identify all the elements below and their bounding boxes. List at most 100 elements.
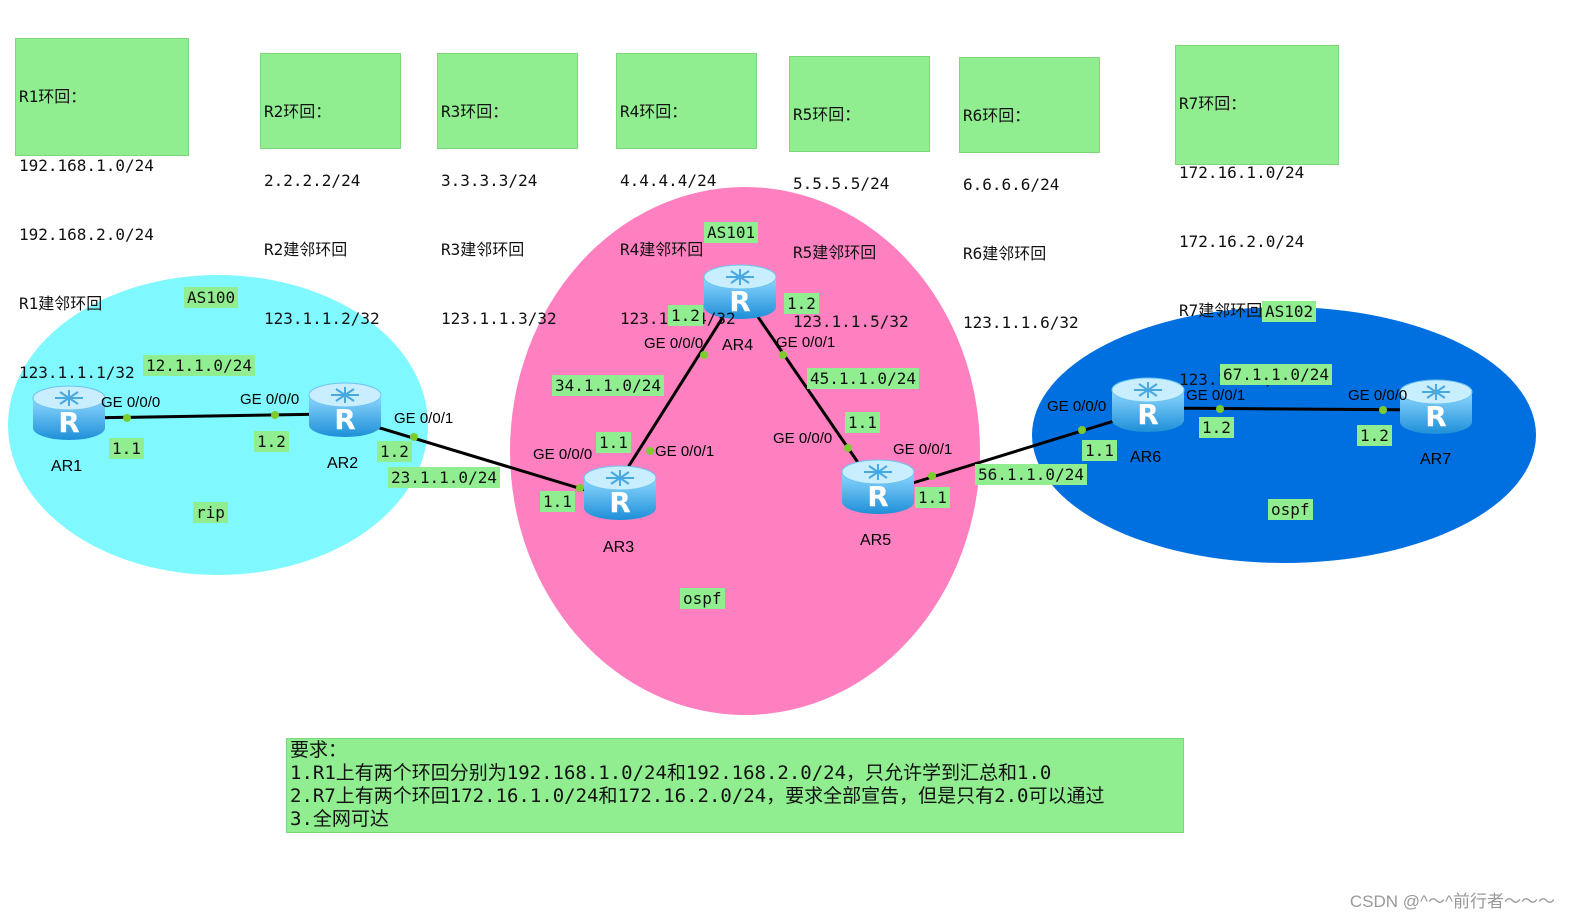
loopback-line: 172.16.2.0/24 (1179, 232, 1305, 251)
loopback-box-r7: R7环回： 172.16.1.0/24 172.16.2.0/24 R7建邻环回… (1175, 45, 1339, 389)
as101-label: AS101 (704, 222, 759, 243)
loopback-line: 123.1.1.5/32 (793, 312, 909, 331)
router-ar7-icon[interactable] (1399, 379, 1473, 435)
router-name-ar5: AR5 (860, 532, 892, 549)
loopback-line: R4建邻环回 (620, 240, 704, 259)
loopback-box-r4: R4环回： 4.4.4.4/24 R4建邻环回 123.1.1.4/32 (616, 53, 757, 328)
requirements-title: 要求： (290, 739, 348, 761)
loopback-line: 5.5.5.5/24 (793, 174, 890, 193)
router-name-ar2: AR2 (327, 455, 359, 472)
loopback-line: 192.168.1.0/24 (19, 156, 154, 175)
requirement-item: 2.R7上有两个环回172.16.1.0/24和172.16.2.0/24，要求… (290, 785, 1105, 807)
port-label-ar3-g1: GE 0/0/1 (655, 443, 715, 460)
router-name-ar1: AR1 (51, 458, 83, 475)
router-ar5-icon[interactable] (841, 459, 915, 515)
loopback-line: R2环回： (264, 102, 332, 121)
requirement-item: 1.R1上有两个环回分别为192.168.1.0/24和192.168.2.0/… (290, 762, 1052, 784)
port-label-ar3-g0: GE 0/0/0 (533, 446, 593, 463)
ip-label-ar4-g0: 1.2 (668, 305, 703, 326)
ip-label-ar1: 1.1 (109, 438, 144, 459)
port-dot (928, 472, 936, 480)
port-label-ar1-g0: GE 0/0/0 (101, 394, 161, 411)
as102-protocol-label: ospf (1268, 499, 1313, 520)
port-label-ar2-g1: GE 0/0/1 (394, 410, 454, 427)
loopback-line: R5环回： (793, 105, 861, 124)
loopback-box-r3: R3环回： 3.3.3.3/24 R3建邻环回 123.1.1.3/32 (437, 53, 578, 328)
ip-label-ar2-g1: 1.2 (377, 441, 412, 462)
loopback-line: R4环回： (620, 102, 688, 121)
loopback-line: 123.1.1.1/32 (19, 363, 135, 382)
loopback-line: 4.4.4.4/24 (620, 171, 717, 190)
port-dot (410, 433, 418, 441)
loopback-line: R6建邻环回 (963, 244, 1047, 263)
ip-label-ar5-g0: 1.1 (845, 412, 880, 433)
port-dot (271, 411, 279, 419)
port-label-ar6-g0: GE 0/0/0 (1047, 398, 1107, 415)
as100-zone (8, 275, 428, 575)
loopback-line: 123.1.1.2/32 (264, 309, 380, 328)
loopback-line: 172.16.1.0/24 (1179, 163, 1305, 182)
loopback-line: R3环回： (441, 102, 509, 121)
loopback-line: R5建邻环回 (793, 243, 877, 262)
port-label-ar7-g0: GE 0/0/0 (1348, 387, 1408, 404)
port-dot (700, 351, 708, 359)
requirements-box: 要求： 1.R1上有两个环回分别为192.168.1.0/24和192.168.… (286, 738, 1184, 833)
port-label-ar6-g1: GE 0/0/1 (1186, 387, 1246, 404)
port-dot (576, 484, 584, 492)
network-label-r4-r5: 45.1.1.0/24 (807, 368, 919, 389)
port-label-ar4-g1: GE 0/0/1 (776, 334, 836, 351)
router-name-ar7: AR7 (1420, 451, 1452, 468)
loopback-box-r1: R1环回： 192.168.1.0/24 192.168.2.0/24 R1建邻… (15, 38, 189, 382)
as100-protocol-label: rip (193, 502, 228, 523)
loopback-box-r5: R5环回： 5.5.5.5/24 R5建邻环回 123.1.1.5/32 (789, 56, 930, 331)
port-dot (646, 447, 654, 455)
ip-label-ar3-g0: 1.1 (540, 491, 575, 512)
loopback-line: 6.6.6.6/24 (963, 175, 1060, 194)
loopback-line: R7建邻环回 (1179, 301, 1263, 320)
port-label-ar2-g0: GE 0/0/0 (240, 391, 300, 408)
network-label-r1-r2: 12.1.1.0/24 (143, 355, 255, 376)
port-dot (1078, 426, 1086, 434)
link-ar2-ar3 (369, 423, 606, 498)
loopback-line: 123.1.1.3/32 (441, 309, 557, 328)
ip-label-ar6-g1: 1.2 (1199, 417, 1234, 438)
router-name-ar4: AR4 (722, 337, 754, 354)
network-label-r2-r3: 23.1.1.0/24 (388, 467, 500, 488)
as102-zone (1032, 307, 1536, 563)
port-dot (1216, 405, 1224, 413)
loopback-box-r2: R2环回： 2.2.2.2/24 R2建邻环回 123.1.1.2/32 (260, 53, 401, 328)
router-name-ar3: AR3 (603, 539, 635, 556)
ip-label-ar3-g1: 1.1 (596, 432, 631, 453)
ip-label-ar7: 1.2 (1357, 425, 1392, 446)
network-label-r5-r6: 56.1.1.0/24 (975, 464, 1087, 485)
as102-label: AS102 (1262, 301, 1317, 322)
network-label-r6-r7: 67.1.1.0/24 (1220, 364, 1332, 385)
port-label-ar5-g0: GE 0/0/0 (773, 430, 833, 447)
router-ar2-icon[interactable] (308, 382, 382, 438)
as101-protocol-label: ospf (680, 588, 725, 609)
loopback-line: R2建邻环回 (264, 240, 348, 259)
router-ar6-icon[interactable] (1111, 377, 1185, 433)
requirement-item: 3.全网可达 (290, 808, 389, 830)
loopback-line: R3建邻环回 (441, 240, 525, 259)
port-dot (844, 444, 852, 452)
ip-label-ar2-g0: 1.2 (254, 431, 289, 452)
loopback-line: R1环回： (19, 87, 87, 106)
ip-label-ar5-g1: 1.1 (915, 487, 950, 508)
port-label-ar4-g0: GE 0/0/0 (644, 335, 704, 352)
loopback-line: R7环回： (1179, 94, 1247, 113)
router-ar3-icon[interactable] (583, 465, 657, 521)
loopback-line: R1建邻环回 (19, 294, 103, 313)
loopback-line: 3.3.3.3/24 (441, 171, 538, 190)
loopback-line: 192.168.2.0/24 (19, 225, 154, 244)
as100-label: AS100 (184, 287, 239, 308)
port-dot (123, 414, 131, 422)
port-dot (1379, 406, 1387, 414)
router-name-ar6: AR6 (1130, 449, 1162, 466)
ip-label-ar4-g1: 1.2 (784, 293, 819, 314)
watermark: CSDN @^～^前行者～～～ (1349, 892, 1555, 911)
network-label-r3-r4: 34.1.1.0/24 (552, 375, 664, 396)
port-dot (779, 351, 787, 359)
ip-label-ar6-g0: 1.1 (1082, 440, 1117, 461)
